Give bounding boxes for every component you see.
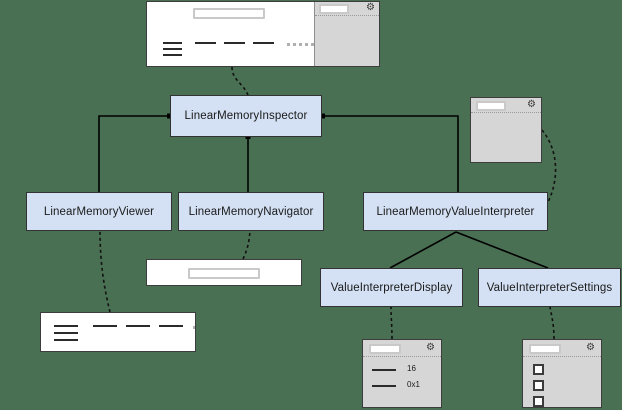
edge-settings-mockup-link [549,306,555,340]
mockup-value-interpreter-settings: ⚙ [522,339,602,408]
byte-group [253,42,274,44]
edge-value-interpreter-display [389,231,457,269]
address-row [54,339,78,341]
address-row [54,332,78,334]
address-row [163,42,182,44]
edge-navigator-mockup-link [242,230,251,260]
settings-checkbox[interactable] [533,380,544,391]
mockup-linear-memory-navigator [146,259,302,286]
byte-group [195,42,216,44]
mockup-linear-memory-value-interpreter: ⚙ [470,97,542,163]
node-label: LinearMemoryValueInterpreter [376,205,535,218]
node-label: LinearMemoryNavigator [188,205,314,218]
ascii-column [287,43,314,46]
node-label: ValueInterpreterSettings [486,281,613,294]
node-linear-memory-value-interpreter[interactable]: LinearMemoryValueInterpreter [363,192,548,231]
node-label: ValueInterpreterDisplay [330,281,453,294]
value-type-label [372,385,396,387]
node-linear-memory-inspector[interactable]: LinearMemoryInspector [170,95,322,137]
gear-icon[interactable]: ⚙ [366,2,375,13]
mockup-main-area [147,2,314,66]
gear-icon[interactable]: ⚙ [586,342,595,353]
mockup-linear-memory-viewer [40,312,196,352]
address-row [163,48,182,50]
byte-group [159,325,183,327]
node-linear-memory-navigator[interactable]: LinearMemoryNavigator [178,192,324,231]
address-input-placeholder [188,268,260,279]
panel-search-field [476,101,506,111]
value-decimal: 16 [407,364,416,373]
value-type-label [372,369,396,371]
ascii-column [193,326,195,329]
address-row [163,54,182,56]
edge-viewer-mockup-link [99,230,111,313]
edge-inspector-value-interpreter [322,115,459,192]
edge-value-interpreter-settings [455,231,549,269]
settings-checkbox[interactable] [533,364,544,375]
panel-search-field [319,4,349,14]
panel-search-field [369,344,401,354]
node-label: LinearMemoryInspector [184,110,308,122]
edge-inspector-viewer [98,115,170,192]
mockup-linear-memory-inspector: ⚙ [146,1,380,67]
value-hex: 0x1 [407,380,420,389]
edge-display-mockup-link [390,306,393,340]
panel-search-field [529,344,561,354]
byte-group [93,325,117,327]
search-field-placeholder [193,8,265,19]
settings-checkbox[interactable] [533,396,544,407]
gear-icon[interactable]: ⚙ [426,342,435,353]
node-linear-memory-viewer[interactable]: LinearMemoryViewer [26,192,172,231]
node-label: LinearMemoryViewer [43,205,155,218]
mockup-side-panel: ⚙ [314,2,379,66]
node-value-interpreter-display[interactable]: ValueInterpreterDisplay [320,268,463,307]
address-row [54,325,78,327]
gear-icon[interactable]: ⚙ [527,99,536,110]
edge-inspector-mockup-link [231,66,249,96]
node-value-interpreter-settings[interactable]: ValueInterpreterSettings [478,268,621,307]
byte-group [224,42,245,44]
mockup-value-interpreter-display: ⚙ 16 0x1 [362,339,442,408]
byte-group [126,325,150,327]
